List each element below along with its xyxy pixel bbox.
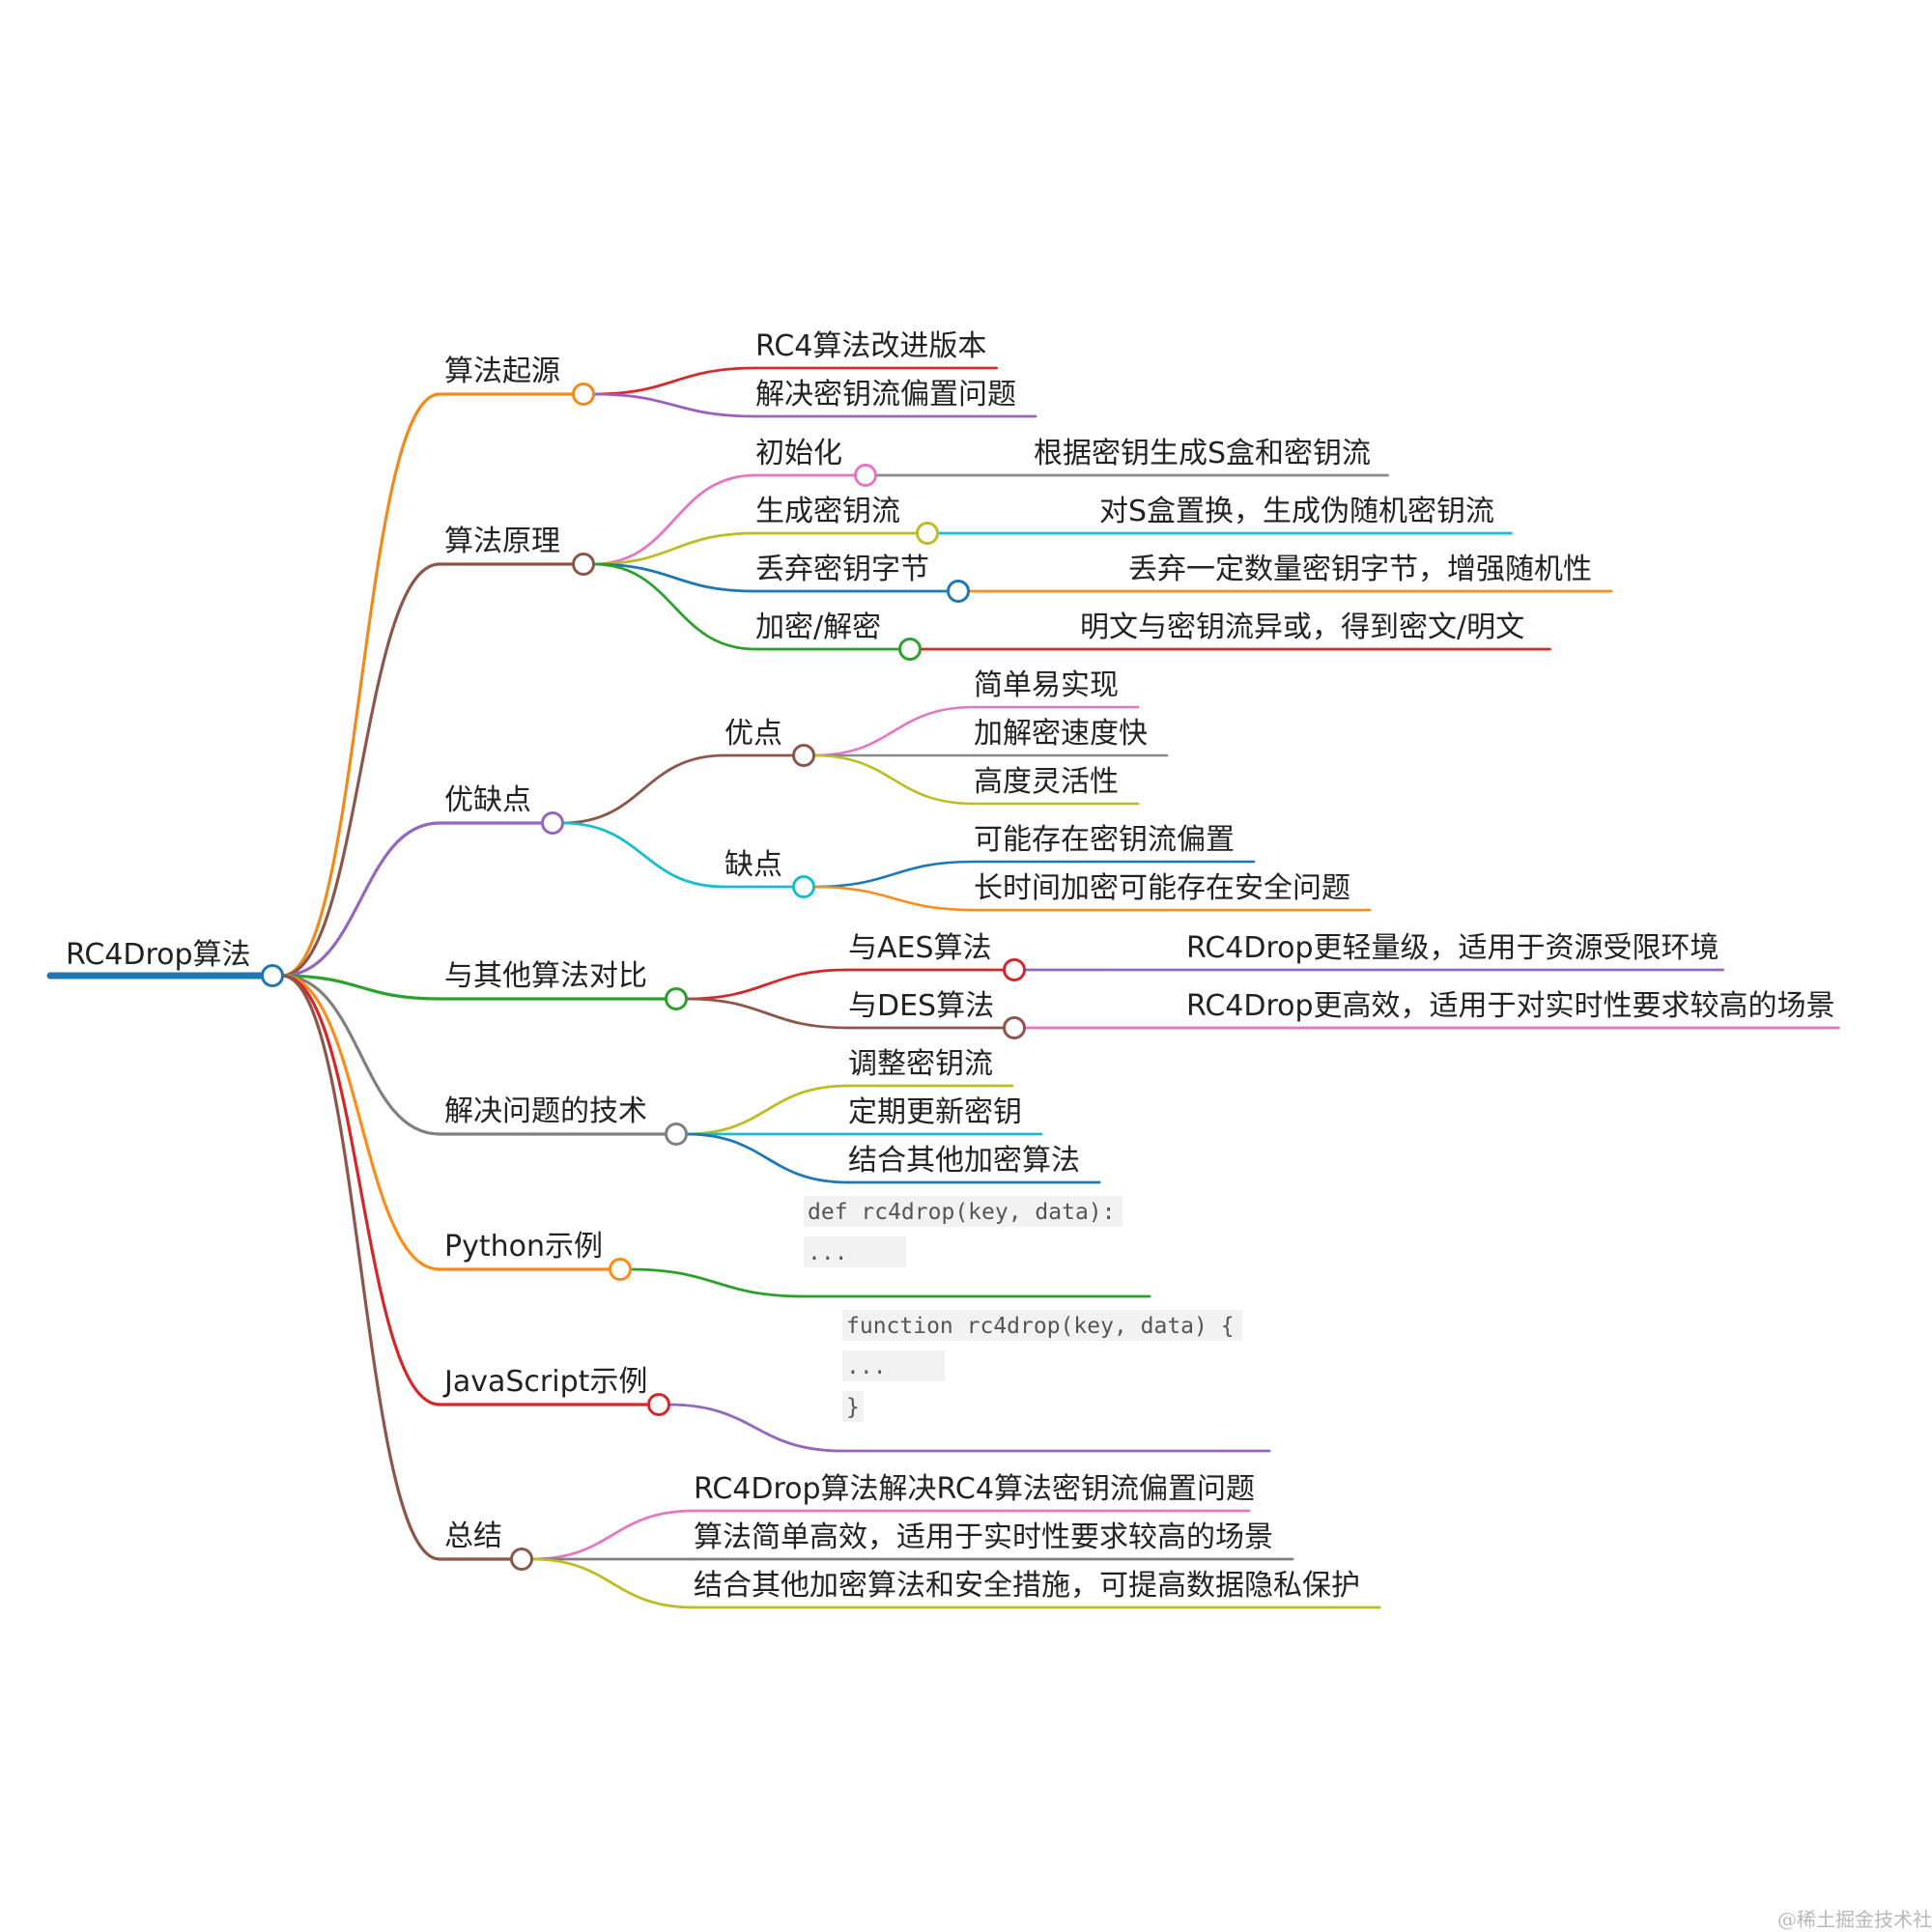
leaf-label-2-1-1: 长时间加密可能存在安全问题 — [974, 871, 1350, 905]
sub-connector-2-1 — [560, 821, 726, 889]
leaf-label-7-0: RC4Drop算法解决RC4算法密钥流偏置问题 — [694, 1472, 1255, 1506]
code-connector-6 — [667, 1403, 844, 1453]
watermark: @稀土掘金技术社区 — [1777, 1908, 1932, 1931]
branch-label-3: 与其他算法对比 — [444, 959, 647, 993]
sub-connector-1-3 — [591, 562, 757, 651]
code-line-bg-6-1 — [842, 1350, 945, 1381]
leaf-connector-7-2 — [529, 1557, 696, 1609]
branch-connector-2 — [280, 821, 441, 978]
sub-connector-1-0 — [591, 473, 757, 566]
sub-label-1-1: 生成密钥流 — [755, 495, 900, 528]
branch-node-1[interactable] — [572, 553, 595, 576]
leaf-connector-2-0-0 — [811, 705, 976, 757]
connector-layer — [280, 366, 976, 1609]
leaf-label-0-1: 解决密钥流偏置问题 — [755, 378, 1016, 412]
sub-connector-3-0 — [684, 968, 850, 1001]
branch-node-5[interactable] — [609, 1258, 632, 1281]
leaf-label-2-1-0: 可能存在密钥流偏置 — [974, 823, 1235, 857]
sub-connector-1-1 — [591, 531, 757, 566]
branch-node-7[interactable] — [510, 1548, 533, 1571]
code-connector-5 — [628, 1267, 806, 1298]
sub-connector-1-2 — [591, 562, 757, 593]
code-line-bg-5-1 — [804, 1236, 906, 1267]
branch-node-3[interactable] — [665, 987, 688, 1010]
branch-label-2: 优缺点 — [444, 783, 531, 817]
sub-label-2-1: 缺点 — [724, 848, 782, 882]
branch-label-0: 算法起源 — [444, 355, 560, 388]
sub-node-2-1[interactable] — [792, 875, 815, 898]
leaf-connector-0-0 — [591, 366, 757, 396]
branch-connector-1 — [280, 562, 441, 978]
code-line-6-0: function rc4drop(key, data) { — [846, 1314, 1235, 1339]
leaf-label-2-0-1: 加解密速度快 — [974, 717, 1148, 751]
leaf-label-4-1: 定期更新密钥 — [848, 1095, 1022, 1129]
leaf-connector-2-1-0 — [811, 860, 976, 889]
sub-node-1-1[interactable] — [916, 522, 939, 545]
branch-node-6[interactable] — [647, 1393, 670, 1416]
branch-connector-0 — [280, 392, 441, 978]
branch-node-2[interactable] — [541, 811, 564, 835]
leaf-connector-7-0 — [529, 1509, 696, 1561]
leaf-label-7-2: 结合其他加密算法和安全措施，可提高数据隐私保护 — [694, 1569, 1360, 1603]
branch-label-6: JavaScript示例 — [442, 1365, 647, 1399]
leaf-label-2-0-0: 简单易实现 — [974, 668, 1119, 702]
leaf-label-1-0: 根据密钥生成S盒和密钥流 — [1034, 437, 1371, 470]
leaf-label-1-3: 明文与密钥流异或，得到密文/明文 — [1080, 611, 1524, 644]
leaf-label-4-0: 调整密钥流 — [848, 1047, 993, 1081]
sub-node-1-2[interactable] — [947, 580, 970, 603]
code-line-5-1: ... — [808, 1240, 848, 1265]
branch-label-1: 算法原理 — [444, 525, 560, 558]
leaf-label-7-1: 算法简单高效，适用于实时性要求较高的场景 — [694, 1520, 1273, 1554]
sub-label-3-1: 与DES算法 — [848, 989, 994, 1023]
sub-node-3-0[interactable] — [1003, 958, 1026, 981]
sub-node-1-0[interactable] — [854, 464, 877, 487]
leaf-label-3-0: RC4Drop更轻量级，适用于资源受限环境 — [1186, 931, 1719, 965]
leaf-label-3-1: RC4Drop更高效，适用于对实时性要求较高的场景 — [1186, 989, 1835, 1023]
leaf-label-4-2: 结合其他加密算法 — [848, 1144, 1080, 1178]
leaf-connector-2-0-2 — [811, 753, 976, 806]
leaf-connector-4-2 — [684, 1132, 850, 1184]
branch-connector-7 — [280, 974, 441, 1561]
sub-connector-2-0 — [560, 753, 726, 825]
sub-label-2-0: 优点 — [724, 717, 782, 751]
sub-connector-3-1 — [684, 997, 850, 1030]
sub-label-1-2: 丢弃密钥字节 — [755, 553, 929, 586]
root-topic-label: RC4Drop算法 — [66, 938, 251, 972]
branch-connector-3 — [280, 974, 441, 1001]
code-block-layer: def rc4drop(key, data): ... function rc4d… — [804, 1196, 1242, 1422]
sub-node-3-1[interactable] — [1003, 1016, 1026, 1039]
branch-label-4: 解决问题的技术 — [444, 1094, 647, 1128]
node-circle-layer — [261, 383, 1026, 1571]
root-node[interactable] — [261, 964, 284, 987]
sub-label-1-3: 加密/解密 — [755, 611, 881, 644]
leaf-label-2-0-2: 高度灵活性 — [974, 765, 1119, 799]
leaf-connector-2-1-1 — [811, 885, 976, 912]
code-line-5-0: def rc4drop(key, data): — [808, 1200, 1116, 1225]
branch-connector-5 — [280, 974, 441, 1271]
code-line-6-1: ... — [846, 1354, 887, 1379]
code-line-bg-6-2 — [842, 1391, 864, 1422]
branch-node-4[interactable] — [665, 1122, 688, 1146]
underline-layer — [46, 366, 1840, 1609]
leaf-label-0-0: RC4算法改进版本 — [755, 329, 986, 363]
branch-label-5: Python示例 — [444, 1230, 603, 1264]
leaf-label-1-1: 对S盒置换，生成伪随机密钥流 — [1099, 495, 1494, 528]
sub-node-1-3[interactable] — [898, 638, 922, 661]
leaf-label-1-2: 丢弃一定数量密钥字节，增强随机性 — [1128, 553, 1592, 586]
leaf-connector-4-0 — [684, 1084, 850, 1136]
branch-connector-6 — [280, 974, 441, 1406]
leaf-connector-0-1 — [591, 392, 757, 418]
sub-label-1-0: 初始化 — [755, 437, 842, 470]
code-line-6-2: } — [846, 1395, 860, 1420]
code-line-bg-6-0 — [842, 1310, 1242, 1341]
branch-label-7: 总结 — [444, 1520, 502, 1553]
sub-label-3-0: 与AES算法 — [848, 931, 992, 965]
code-line-bg-5-0 — [804, 1196, 1122, 1227]
branch-connector-4 — [280, 974, 441, 1136]
sub-node-2-0[interactable] — [792, 744, 815, 767]
branch-node-0[interactable] — [572, 383, 595, 406]
